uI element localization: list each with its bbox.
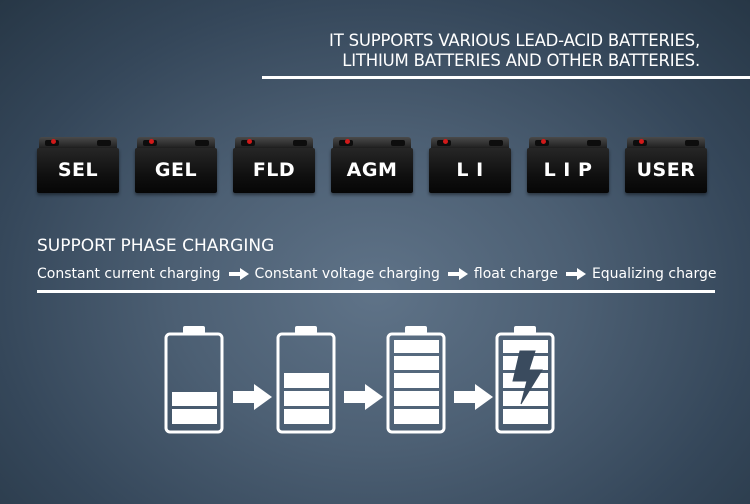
headline-text: IT SUPPORTS VARIOUS LEAD-ACID BATTERIES,… (329, 31, 700, 71)
battery-user: USER (625, 137, 707, 193)
charge-bar (503, 391, 548, 406)
charge-bar (394, 356, 439, 370)
charge-bar (394, 391, 439, 406)
arrow-right-icon (228, 268, 249, 280)
battery-label-agm: AGM (346, 159, 398, 181)
arrow-right-icon (344, 384, 383, 410)
battery-li: L I (429, 137, 511, 193)
battery-outline (495, 332, 555, 434)
charge-bar (503, 340, 548, 353)
stage-label-float: float charge (473, 266, 558, 282)
battery-fld: FLD (233, 137, 315, 193)
arrow-right-icon (233, 384, 272, 410)
arrow-right-icon (454, 384, 493, 410)
battery-terminal-icon (345, 139, 350, 144)
charge-bar (394, 409, 439, 424)
battery-label-gel: GEL (154, 159, 198, 181)
battery-icon-stage-1 (164, 326, 224, 434)
charge-bar (172, 392, 217, 406)
battery-icon-stage-2 (276, 326, 336, 434)
battery-label-fld: FLD (252, 159, 296, 181)
battery-terminal-icon (149, 139, 154, 144)
battery-terminal-icon (51, 139, 56, 144)
battery-icon-stage-4 (495, 326, 555, 434)
stage-label-equalizing: Equalizing charge (591, 266, 717, 282)
battery-label-lip: L I P (543, 159, 593, 181)
headline-line-2: LITHIUM BATTERIES AND OTHER BATTERIES. (342, 51, 700, 70)
stage-label-constant-current: Constant current charging (37, 266, 221, 282)
battery-cap (514, 326, 536, 334)
charging-divider (37, 290, 715, 293)
charge-bar (503, 409, 548, 424)
battery-type-row: SEL GEL FLD AGM L I L I P USER (37, 137, 713, 193)
battery-sel: SEL (37, 137, 119, 193)
charging-section-title: SUPPORT PHASE CHARGING (37, 236, 275, 256)
battery-label-user: USER (636, 159, 696, 181)
charge-bar (394, 340, 439, 353)
battery-terminal-icon (639, 139, 644, 144)
battery-terminal-icon (247, 139, 252, 144)
battery-terminal-icon (541, 139, 546, 144)
battery-lip: L I P (527, 137, 609, 193)
battery-outline (164, 332, 224, 434)
charge-bar (284, 391, 329, 406)
battery-terminal-icon (443, 139, 448, 144)
battery-cap (183, 326, 205, 334)
lightning-bolt-icon (512, 350, 543, 405)
battery-label-sel: SEL (57, 159, 99, 181)
battery-cap (405, 326, 427, 334)
battery-icon-stage-3 (386, 326, 446, 434)
charge-bar (284, 373, 329, 388)
battery-outline (276, 332, 336, 434)
charge-bar (284, 409, 329, 424)
charge-bar (394, 373, 439, 388)
charge-bar (172, 409, 217, 424)
arrow-right-icon (565, 268, 586, 280)
battery-gel: GEL (135, 137, 217, 193)
charging-stage-flow: Constant current charging Constant volta… (37, 266, 717, 282)
stage-label-constant-voltage: Constant voltage charging (254, 266, 440, 282)
headline-divider (262, 76, 750, 79)
battery-agm: AGM (331, 137, 413, 193)
battery-outline (386, 332, 446, 434)
headline-line-1: IT SUPPORTS VARIOUS LEAD-ACID BATTERIES, (329, 31, 700, 50)
battery-label-li: L I (456, 159, 484, 181)
battery-cap (295, 326, 317, 334)
arrow-right-icon (447, 268, 468, 280)
